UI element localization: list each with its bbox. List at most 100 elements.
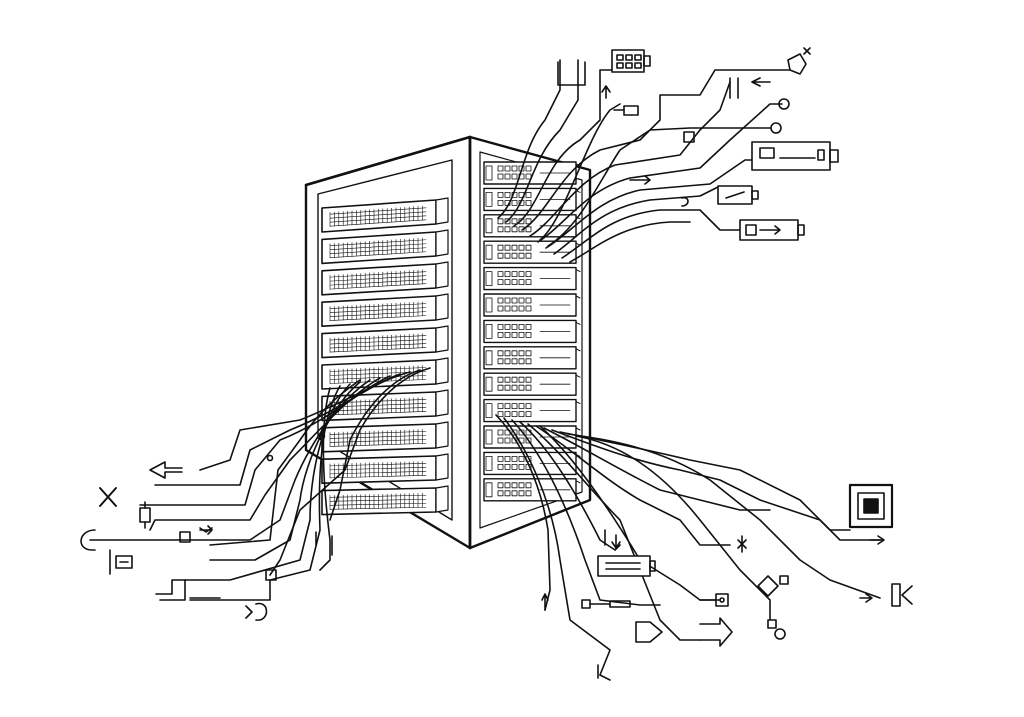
resistor-icon (737, 535, 747, 553)
rack-left-frame (317, 159, 453, 521)
diode-icon (139, 501, 151, 529)
network-cable (159, 383, 351, 601)
arrow-icon (601, 85, 611, 99)
network-cable (269, 367, 431, 576)
server-unit (321, 325, 449, 359)
circuit-endpoint-icon (681, 196, 689, 207)
network-cable (567, 433, 881, 599)
rack-left-units (321, 197, 449, 516)
circuit-endpoint-icon (179, 531, 191, 543)
server-unit (483, 346, 581, 370)
port-grid (497, 271, 532, 286)
circuit-endpoints (80, 47, 913, 681)
network-cable (329, 369, 421, 521)
server-unit (483, 451, 581, 476)
port-grid (497, 297, 532, 312)
network-cable (553, 185, 721, 255)
network-cable (575, 435, 771, 621)
vent-grille (329, 269, 427, 290)
connector-icon (611, 49, 651, 73)
network-cable (539, 103, 621, 241)
cable-bundle-left (89, 367, 431, 601)
network-cable (189, 385, 341, 601)
server-unit (483, 161, 581, 185)
circuit-endpoint-icon (778, 98, 790, 110)
server-unit (483, 398, 581, 423)
battery-icon (739, 219, 805, 241)
network-cable (149, 377, 381, 531)
battery-icon (717, 185, 759, 205)
server-unit (483, 319, 581, 344)
network-cable (569, 221, 691, 263)
server-unit (321, 389, 449, 422)
connector-icon (109, 549, 133, 575)
close-icon (99, 487, 117, 507)
server-unit (483, 478, 581, 502)
network-cable (209, 379, 361, 546)
port-grid (497, 323, 532, 338)
arrow-icon (604, 529, 621, 549)
step-icon (155, 579, 187, 595)
network-cable (529, 81, 731, 237)
circuit-endpoint-icon (318, 432, 326, 440)
server-unit (483, 240, 581, 264)
connector-icon (891, 583, 913, 607)
network-cable (503, 417, 611, 676)
battery-icon (751, 141, 839, 171)
plug-icon (613, 105, 639, 116)
server-unit (321, 453, 449, 485)
circuit-endpoint-icon (767, 619, 777, 629)
network-cable (543, 427, 771, 511)
server-unit (321, 293, 449, 328)
circuit-endpoint-icon (774, 628, 786, 640)
arrow-icon (859, 593, 873, 603)
network-cable (511, 419, 661, 606)
network-cables (89, 59, 881, 676)
network-cable (513, 69, 626, 227)
vent-grille (329, 429, 427, 447)
network-cable (559, 431, 881, 541)
arrow-icon (629, 175, 651, 185)
switch-icon (729, 77, 771, 99)
server-unit (321, 197, 449, 233)
cycle-icon (245, 602, 268, 621)
vent-grille (329, 237, 427, 259)
server-unit (321, 421, 449, 453)
plug-icon (581, 599, 631, 609)
connector-icon (635, 621, 663, 643)
server-unit (321, 357, 449, 390)
diode-icon (787, 47, 811, 75)
circuit-endpoint-icon (770, 122, 782, 134)
port-grid (497, 350, 532, 365)
server-unit (321, 229, 449, 265)
vent-grille (329, 493, 427, 510)
port-grid (497, 482, 532, 497)
network-cable (547, 127, 771, 247)
network-cable (519, 421, 621, 551)
arrow-icon (699, 617, 733, 647)
server-unit (483, 293, 581, 317)
circuit-endpoint-icon (266, 454, 274, 462)
hook-icon (80, 529, 96, 551)
vent-grille (329, 205, 427, 227)
server-unit (321, 261, 449, 296)
network-cable (497, 59, 561, 219)
battery-icon (597, 555, 656, 577)
diamond-icon (757, 575, 789, 597)
port-grid (497, 376, 532, 391)
network-cable (551, 429, 851, 531)
arrow-icon (149, 461, 183, 479)
circuit-endpoint-icon (683, 131, 695, 143)
circuit-endpoint-icon (199, 527, 213, 533)
network-cable (495, 414, 551, 611)
cable-bundle-upper-right (497, 59, 791, 263)
server-unit (483, 372, 581, 396)
arrow-icon (541, 593, 549, 611)
u-shape-icon (557, 61, 586, 86)
network-cable (521, 69, 791, 231)
chip-icon (848, 483, 894, 529)
port-grid (497, 244, 532, 259)
switch-icon (699, 593, 729, 607)
